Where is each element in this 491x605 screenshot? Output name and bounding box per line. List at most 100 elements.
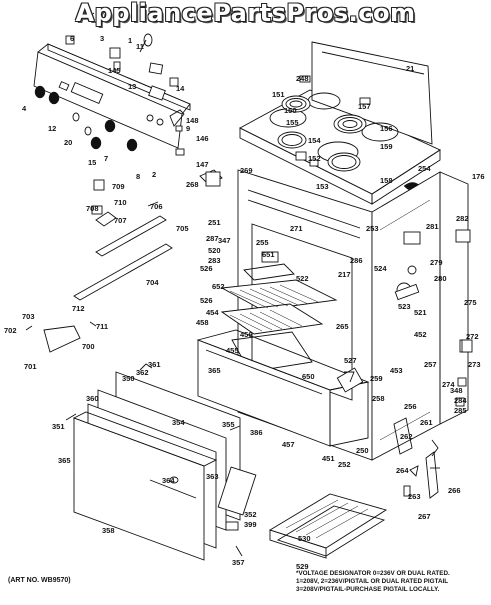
- callout-455: 455: [226, 346, 239, 355]
- callout-347: 347: [218, 236, 231, 245]
- voltage-note-line-2: 1=208V, 2=236V/PIGTAIL OR DUAL RATED PIG…: [296, 578, 449, 585]
- drawer-slides: [25, 179, 173, 353]
- callout-153: 153: [316, 182, 329, 191]
- callout-361: 361: [148, 360, 161, 369]
- cooktop: [239, 41, 441, 205]
- callout-252: 252: [338, 460, 351, 469]
- callout-273: 273: [468, 360, 481, 369]
- callout-704: 704: [146, 278, 159, 287]
- storage-drawer: [196, 329, 370, 447]
- callout-710: 710: [114, 198, 127, 207]
- callout-258: 258: [372, 394, 385, 403]
- callout-457: 457: [282, 440, 295, 449]
- callout-264: 264: [396, 466, 409, 475]
- callout-13: 13: [128, 82, 136, 91]
- callout-266: 266: [448, 486, 461, 495]
- callout-524: 524: [374, 264, 387, 273]
- callout-386: 386: [250, 428, 263, 437]
- callout-279: 279: [430, 258, 443, 267]
- callout-286: 286: [350, 256, 363, 265]
- voltage-note-line-1: *VOLTAGE DESIGNATOR 0=236V OR DUAL RATED…: [296, 570, 450, 577]
- callout-456: 456: [240, 330, 253, 339]
- callout-154: 154: [308, 136, 321, 145]
- callout-365a: 365: [208, 366, 221, 375]
- callout-262: 262: [400, 432, 413, 441]
- callout-275: 275: [464, 298, 477, 307]
- callout-701: 701: [24, 362, 37, 371]
- callout-287: 287: [206, 234, 219, 243]
- callout-248: 248: [296, 74, 309, 83]
- broiler-pan: [268, 493, 388, 559]
- callout-21: 21: [406, 64, 414, 73]
- callout-145: 145: [108, 66, 121, 75]
- callout-399: 399: [244, 520, 257, 529]
- callout-351: 351: [52, 422, 65, 431]
- callout-352: 352: [244, 510, 257, 519]
- watermark: AppliancePartsPros.com: [75, 0, 416, 27]
- callout-254: 254: [418, 164, 431, 173]
- callout-651: 651: [262, 250, 275, 259]
- callout-712: 712: [72, 304, 85, 313]
- callout-458: 458: [196, 318, 209, 327]
- callout-1: 1: [128, 36, 132, 45]
- oven-door: [65, 363, 257, 561]
- callout-281: 281: [426, 222, 439, 231]
- callout-158: 158: [380, 176, 393, 185]
- callout-707: 707: [114, 216, 127, 225]
- callout-451: 451: [322, 454, 335, 463]
- callout-280: 280: [434, 274, 447, 283]
- callout-362: 362: [136, 368, 149, 377]
- callout-14: 14: [176, 84, 185, 93]
- callout-152: 152: [308, 154, 321, 163]
- callout-7: 7: [104, 154, 108, 163]
- callout-282: 282: [456, 214, 469, 223]
- callout-700: 700: [82, 342, 95, 351]
- callout-157: 157: [358, 102, 371, 111]
- callout-650: 650: [302, 372, 315, 381]
- callout-271: 271: [290, 224, 303, 233]
- callout-263: 263: [408, 492, 421, 501]
- callout-256: 256: [404, 402, 417, 411]
- callout-523: 523: [398, 302, 411, 311]
- callout-147: 147: [196, 160, 209, 169]
- callout-365b: 365: [58, 456, 71, 465]
- callout-708: 708: [86, 204, 99, 213]
- callout-520: 520: [208, 246, 221, 255]
- callout-703: 703: [22, 312, 35, 321]
- callout-261: 261: [420, 418, 433, 427]
- callout-526a: 526: [200, 264, 213, 273]
- callout-5: 5: [104, 12, 108, 21]
- callout-2: 2: [152, 170, 156, 179]
- voltage-note: *VOLTAGE DESIGNATOR 0=236V OR DUAL RATED…: [296, 570, 450, 594]
- callout-176: 176: [472, 172, 485, 181]
- callout-529: 529: [296, 562, 309, 571]
- callout-159: 159: [380, 142, 393, 151]
- callout-151: 151: [272, 90, 285, 99]
- callout-652: 652: [212, 282, 225, 291]
- callout-705: 705: [176, 224, 189, 233]
- callout-15: 15: [88, 158, 96, 167]
- callout-272: 272: [466, 332, 479, 341]
- callout-150: 150: [284, 106, 297, 115]
- callout-709: 709: [112, 182, 125, 191]
- control-knobs: [34, 85, 138, 152]
- callout-3: 3: [100, 34, 104, 43]
- callout-350: 350: [122, 374, 135, 383]
- callout-148: 148: [186, 116, 199, 125]
- panel-hardware: [65, 11, 185, 156]
- art-number: (ART NO. WB9570): [8, 577, 71, 584]
- callout-20: 20: [64, 138, 72, 147]
- callout-265: 265: [336, 322, 349, 331]
- callout-711: 711: [96, 322, 108, 331]
- callout-355: 355: [222, 420, 235, 429]
- callout-255: 255: [256, 238, 269, 247]
- callout-257: 257: [424, 360, 437, 369]
- callout-8: 8: [136, 172, 140, 181]
- callout-268: 268: [186, 180, 199, 189]
- callout-522: 522: [296, 274, 309, 283]
- callout-274: 274: [442, 380, 455, 389]
- voltage-note-line-3: 3=208V/PIGTAIL-PURCHASE PIGTAIL LOCALLY.: [296, 586, 440, 593]
- callout-702: 702: [4, 326, 17, 335]
